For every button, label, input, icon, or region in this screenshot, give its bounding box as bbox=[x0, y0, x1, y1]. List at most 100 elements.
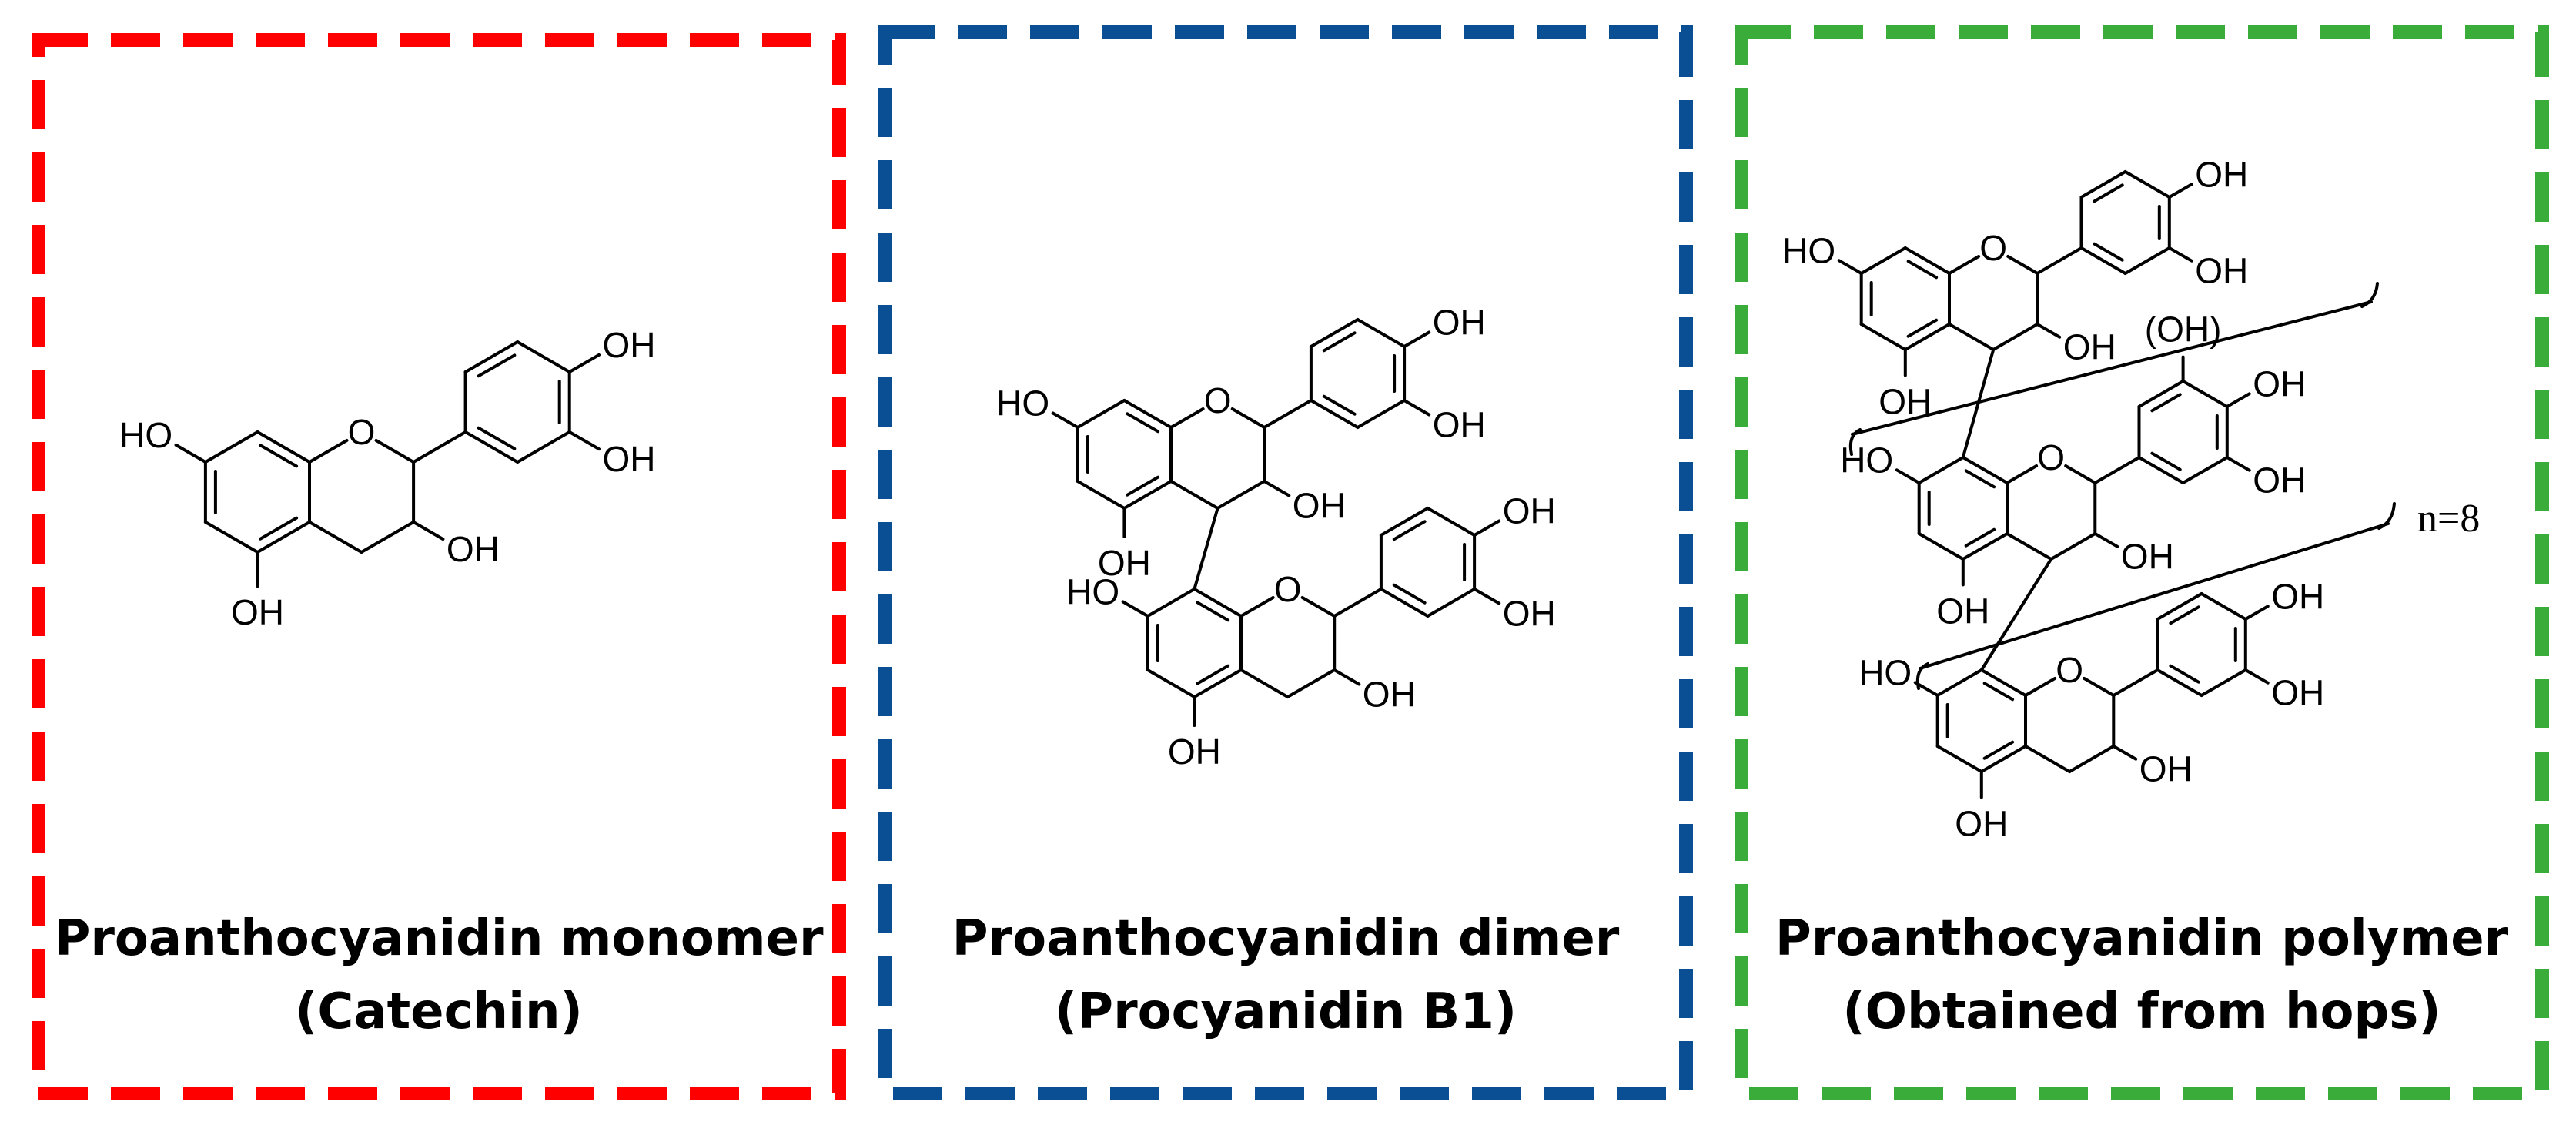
c-ring-bond bbox=[1239, 668, 1290, 698]
hydroxyl-label: OH bbox=[1936, 591, 1989, 631]
b-ring-bond bbox=[2200, 668, 2247, 697]
hydroxyl-label: HO bbox=[1782, 230, 1835, 270]
b-ring-bond bbox=[2079, 246, 2127, 275]
hydroxyl-bond bbox=[1051, 411, 1079, 429]
b-ring-double-bond bbox=[477, 353, 517, 378]
b-ring-bond bbox=[1379, 588, 1430, 618]
ring-oxygen-label: O bbox=[2056, 650, 2083, 690]
ring-oxygen-label: O bbox=[348, 412, 376, 452]
a-ring-double-bond bbox=[259, 444, 299, 468]
a-ring-bond bbox=[1979, 668, 2027, 697]
a-ring-bond bbox=[1917, 456, 1965, 484]
hydroxyl-label: OH bbox=[447, 529, 500, 569]
ring-link-bond bbox=[1333, 588, 1383, 618]
a-ring-bond bbox=[1859, 323, 1907, 351]
hydroxyl-label: OH bbox=[2121, 537, 2174, 577]
b-ring-double-bond bbox=[477, 426, 517, 450]
hydroxyl-label: OH bbox=[2253, 461, 2306, 501]
ring-link-bond bbox=[1263, 399, 1313, 429]
b-ring-double-bond bbox=[1322, 394, 1357, 416]
hydroxyl-bond bbox=[2093, 532, 2119, 548]
dimer-frame bbox=[878, 25, 1693, 1100]
hydroxyl-label: OH bbox=[2271, 576, 2324, 616]
c-ring-bond bbox=[360, 521, 416, 554]
a-ring-bond bbox=[203, 430, 259, 464]
b-ring-bond bbox=[463, 430, 520, 464]
dimer-caption-line2: (Procyanidin B1) bbox=[1055, 983, 1517, 1040]
b-ring-bond bbox=[2137, 456, 2185, 484]
a-ring-bond bbox=[1903, 323, 1951, 351]
a-ring-double-bond bbox=[1126, 475, 1160, 497]
hydroxyl-bond bbox=[1121, 600, 1149, 618]
hydroxyl-bond bbox=[2243, 605, 2270, 621]
c-ring-bond bbox=[1169, 407, 1205, 429]
hydroxyl-label: OH bbox=[2139, 749, 2193, 789]
b-ring-bond bbox=[2156, 592, 2203, 621]
hydroxyl-label: HO bbox=[1858, 652, 1912, 692]
hydroxyl-bond bbox=[1473, 588, 1501, 605]
c-ring-bond bbox=[2083, 677, 2116, 697]
c-ring-bond bbox=[2068, 745, 2116, 773]
hydroxyl-label: HO bbox=[1840, 440, 1893, 480]
c-ring-bond bbox=[2006, 464, 2039, 484]
b-ring-bond bbox=[2181, 380, 2229, 408]
hydroxyl-label: OH bbox=[1433, 405, 1486, 445]
a-ring-bond bbox=[1859, 246, 1907, 275]
b-ring-double-bond bbox=[1392, 520, 1427, 541]
hydroxyl-bond bbox=[2167, 246, 2193, 263]
upper-bracket-left-hook bbox=[1848, 428, 1862, 456]
polymer-caption-line1: Proanthocyanidin polymer bbox=[1775, 910, 2509, 967]
a-ring-bond bbox=[1122, 399, 1173, 429]
hydroxyl-label: OH bbox=[2063, 327, 2116, 367]
b-ring-bond bbox=[1426, 507, 1477, 537]
b-ring-bond bbox=[1356, 318, 1407, 348]
b-ring-bond bbox=[516, 430, 571, 464]
hydroxyl-bond bbox=[1837, 259, 1863, 275]
a-ring-double-bond bbox=[1982, 740, 2015, 760]
hydroxyl-bond bbox=[1333, 668, 1361, 686]
b-ring-bond bbox=[1356, 399, 1407, 429]
a-ring-double-bond bbox=[1906, 318, 1939, 338]
a-ring-bond bbox=[1122, 480, 1173, 510]
lower-bracket-left-hook bbox=[1915, 662, 1929, 690]
polymer-frame bbox=[1735, 25, 2549, 1100]
ring-link-bond bbox=[2093, 456, 2141, 484]
c-ring-bond bbox=[2049, 532, 2097, 561]
catechin-structure bbox=[174, 340, 601, 588]
a-ring-bond bbox=[1076, 480, 1126, 510]
c-ring-bond bbox=[308, 439, 349, 464]
b-ring-bond bbox=[1309, 399, 1360, 429]
b-ring-double-bond bbox=[2169, 664, 2200, 684]
c-ring-bond bbox=[2064, 464, 2097, 484]
b-ring-double-bond bbox=[2093, 242, 2124, 262]
c-ring-bond bbox=[2006, 532, 2053, 561]
c-ring-bond bbox=[374, 439, 416, 464]
a-ring-bond bbox=[1076, 399, 1126, 429]
hydroxyl-bond bbox=[412, 521, 445, 541]
c-ring-bond bbox=[2024, 677, 2057, 697]
hydroxyl-bond bbox=[2036, 323, 2062, 339]
ring-oxygen-label: O bbox=[1274, 569, 1302, 609]
ring-oxygen-label: O bbox=[2037, 437, 2065, 477]
a-ring-bond bbox=[1146, 588, 1196, 618]
hydroxyl-label: HO bbox=[1066, 572, 1119, 612]
ring-link-bond bbox=[412, 430, 467, 464]
hydroxyl-label: OH bbox=[2195, 154, 2248, 194]
b-ring-double-bond bbox=[2093, 183, 2124, 203]
ring-oxygen-label: O bbox=[1979, 228, 2007, 268]
a-ring-double-bond bbox=[1982, 682, 2015, 702]
c-ring-bond bbox=[308, 521, 363, 554]
b-ring-bond bbox=[463, 340, 520, 373]
a-ring-double-bond bbox=[259, 516, 299, 541]
monomer-frame bbox=[32, 33, 846, 1100]
hydroxyl-label: OH bbox=[1168, 732, 1221, 772]
hydroxyl-label: HO bbox=[119, 415, 172, 455]
a-ring-double-bond bbox=[1906, 260, 1939, 280]
a-ring-bond bbox=[1935, 668, 1983, 697]
b-ring-bond bbox=[1426, 588, 1477, 618]
c-ring-bond bbox=[1169, 480, 1219, 510]
c-ring-bond bbox=[1948, 255, 1981, 275]
hydroxyl-bond bbox=[567, 430, 601, 451]
